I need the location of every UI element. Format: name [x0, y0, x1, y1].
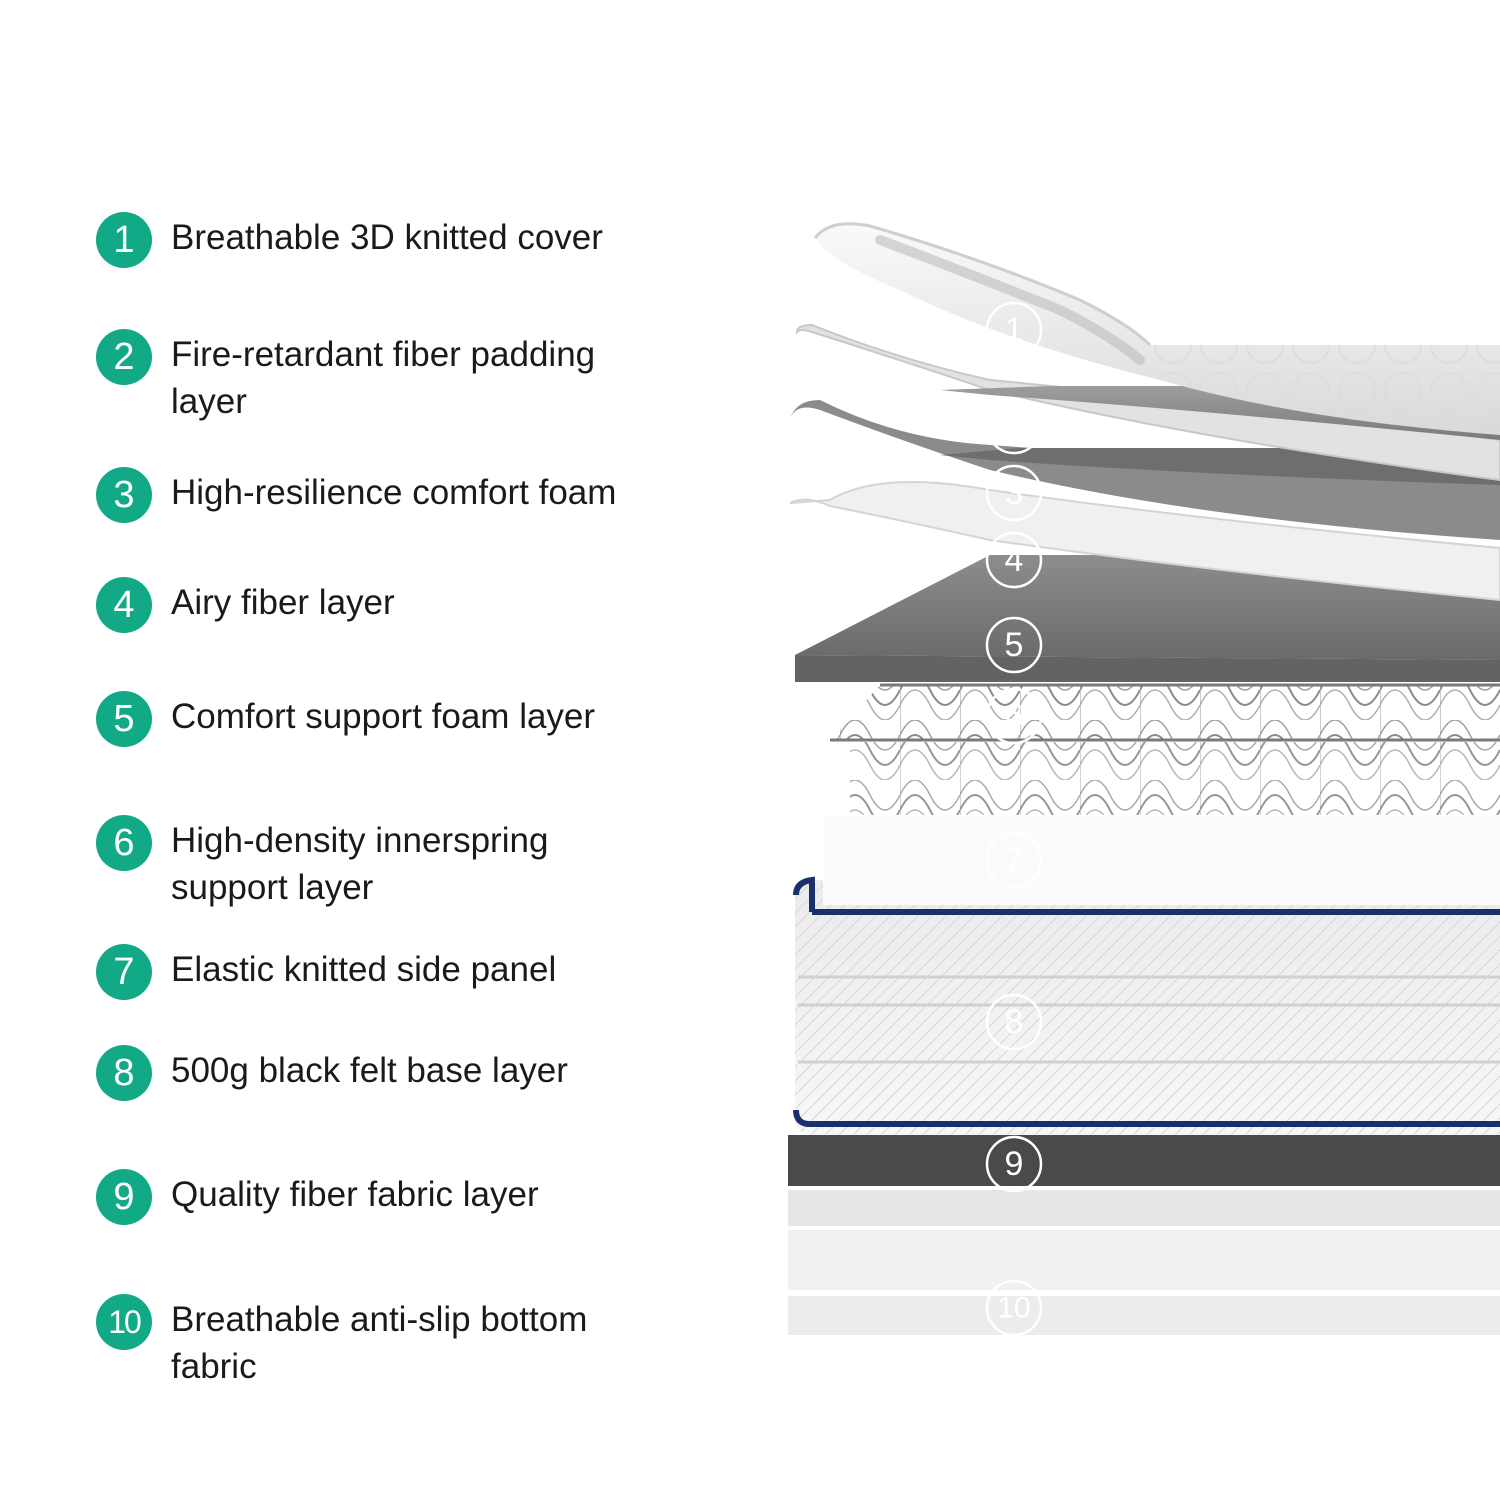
diagram-marker-1: 1: [985, 301, 1043, 359]
number-badge-2: 2: [96, 329, 152, 385]
diagram-marker-label-8: 8: [1005, 1003, 1024, 1041]
layer-airy-fiber: [789, 481, 1500, 602]
number-badge-10: 10: [96, 1294, 152, 1350]
number-badge-3: 3: [96, 467, 152, 523]
layer-side-panel: [793, 876, 1500, 1135]
legend-label-5: Comfort support foam layer: [171, 697, 596, 736]
diagram-marker-8: 8: [985, 993, 1043, 1051]
diagram-marker-label-2: 2: [1005, 407, 1024, 445]
legend-label-6: High-density innerspring support layer: [171, 821, 549, 907]
diagram-marker-2: 2: [985, 397, 1043, 455]
layer-felt-base: [788, 1135, 1500, 1186]
diagram-marker-9: 9: [985, 1135, 1043, 1193]
layer-knitted-cover: [813, 222, 1500, 435]
layer-innerspring: [830, 683, 1500, 815]
diagram-marker-5: 5: [985, 616, 1043, 674]
number-badge-7: 7: [96, 944, 152, 1000]
diagram-marker-label-10: 10: [997, 1292, 1030, 1325]
number-badge-9: 9: [96, 1169, 152, 1225]
legend-label-1: Breathable 3D knitted cover: [171, 218, 603, 257]
number-badge-4: 4: [96, 577, 152, 633]
layer-bottom-fabric: [788, 1190, 1500, 1335]
legend-label-2: Fire-retardant fiber padding layer: [171, 335, 596, 421]
diagram-marker-3: 3: [985, 464, 1043, 522]
legend-label-8: 500g black felt base layer: [171, 1051, 568, 1090]
legend-label-4: Airy fiber layer: [171, 583, 395, 622]
diagram-marker-label-9: 9: [1005, 1145, 1024, 1183]
diagram-marker-label-5: 5: [1005, 626, 1024, 664]
diagram-marker-4: 4: [985, 531, 1043, 589]
layer-white-foam: [823, 816, 1500, 905]
diagram-marker-label-6: 6: [1005, 697, 1024, 735]
diagram-marker-10: 10: [985, 1279, 1043, 1337]
legend-label-10: Breathable anti-slip bottom fabric: [171, 1300, 588, 1386]
diagram-marker-6: 6: [985, 687, 1043, 745]
legend-label-3: High-resilience comfort foam: [171, 473, 617, 512]
number-badge-8: 8: [96, 1045, 152, 1101]
legend-label-9: Quality fiber fabric layer: [171, 1175, 539, 1214]
diagram-marker-label-4: 4: [1005, 541, 1024, 579]
number-badge-6: 6: [96, 815, 152, 871]
diagram-marker-label-1: 1: [1005, 311, 1024, 349]
number-badge-5: 5: [96, 691, 152, 747]
diagram-marker-7: 7: [985, 831, 1043, 889]
diagram-marker-label-3: 3: [1005, 474, 1024, 512]
diagram-marker-label-7: 7: [1005, 841, 1024, 879]
number-badge-1: 1: [96, 212, 152, 268]
legend-label-7: Elastic knitted side panel: [171, 950, 557, 989]
diagram-markers: 1 2 3 4 5 6 7 8: [985, 301, 1043, 1337]
